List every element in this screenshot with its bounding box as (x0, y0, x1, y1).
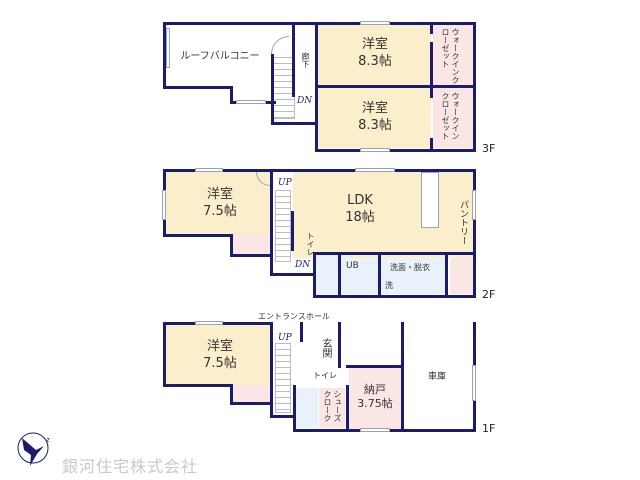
bedroom-1f-label: 洋室 7.5帖 (203, 339, 237, 371)
closet-2f (232, 234, 270, 254)
floor-label-2f: 2F (482, 288, 496, 301)
bedroom-3f-b-label: 洋室 8.3帖 (358, 101, 392, 133)
pantry (450, 258, 475, 294)
hallway-label: 廊下 (301, 52, 310, 68)
roof-balcony-label: ルーフバルコニー (180, 51, 260, 62)
pantry-label: パントリー (458, 200, 468, 245)
bedroom-3f-b (317, 88, 431, 148)
floor-label-1f: 1F (482, 422, 496, 435)
bedroom-3f-a-label: 洋室 8.3帖 (358, 37, 392, 69)
roof-balcony (163, 24, 276, 88)
entrance-hall-label: エントランスホール (258, 312, 330, 321)
stairs-1f (275, 343, 291, 413)
garage-label: 車庫 (428, 372, 447, 382)
washer-label: 洗 (385, 281, 393, 290)
shoe-closet (319, 388, 345, 428)
storage-room-label: 納戸 3.75帖 (357, 383, 393, 410)
ldk (293, 172, 475, 258)
walk-in-closet-b (433, 88, 473, 148)
bath-label: UB (346, 261, 359, 271)
ldk-label: LDK 18帖 (345, 193, 375, 225)
company-name: 銀河住宅株式会社 (62, 457, 199, 476)
storage-room (349, 368, 401, 430)
kitchen-counter (421, 172, 439, 228)
walk-in-closet-a (433, 24, 473, 86)
bath-2f (340, 258, 378, 294)
bird-logo-icon: z (17, 432, 50, 466)
floor-label-3f: 3F (482, 142, 496, 155)
closet-1f (232, 385, 270, 403)
bedroom-2f-label: 洋室 7.5帖 (203, 187, 237, 219)
toilet-2f-label: トイレ (306, 232, 315, 256)
stair-up-2f: UP (278, 178, 292, 188)
svg-text:z: z (46, 436, 50, 444)
stair-dn-2f: DN (295, 260, 311, 270)
bedroom-2f (166, 172, 270, 234)
bedroom-3f-a (317, 24, 431, 86)
washroom-2f (381, 258, 445, 294)
washroom-label: 洗面・脱衣 (390, 263, 430, 272)
walk-in-closet-b-label: ウォークインクローゼット (441, 92, 460, 140)
toilet-2f (316, 254, 338, 294)
walk-in-closet-a-label: ウォークインクローゼット (441, 28, 460, 84)
stair-dn-3f: DN (297, 96, 313, 106)
stairs-2f (275, 190, 291, 262)
bedroom-1f (166, 325, 270, 385)
shoe-closet-label: シューズクローク (323, 390, 342, 422)
toilet-1f-label: トイレ (313, 371, 337, 380)
toilet-1f (296, 388, 318, 428)
entrance-label: 玄関 (320, 338, 331, 358)
stair-up-1f: UP (278, 333, 292, 343)
